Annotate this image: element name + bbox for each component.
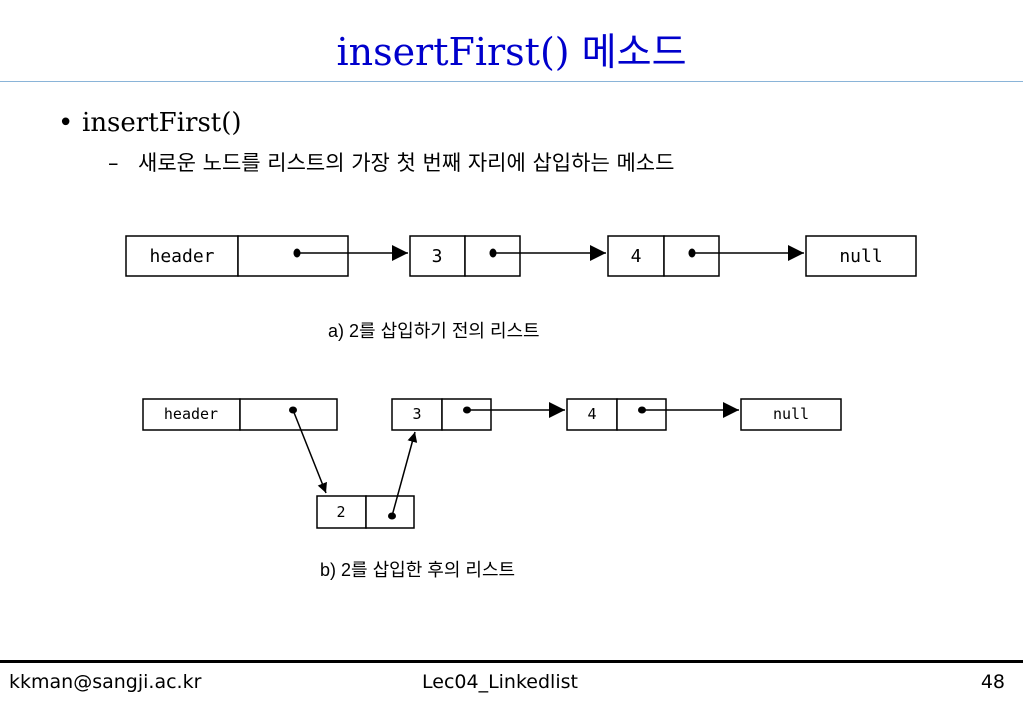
null-label: null [773, 405, 809, 423]
list-after-insert: header 2 3 4 null [142, 398, 842, 529]
node-4: 4 [607, 235, 720, 277]
new-node-2: 2 [316, 495, 415, 529]
header-label: header [164, 405, 218, 423]
header-pointer-cell [239, 398, 338, 431]
header-cell [125, 235, 239, 277]
data-cell [607, 235, 665, 277]
null-node: null [805, 235, 917, 277]
node-value: 3 [412, 405, 421, 423]
node-value: 4 [631, 246, 642, 267]
sub-bullet-dash: – [108, 151, 119, 175]
null-label: null [839, 246, 882, 267]
bullet-dot: • [58, 108, 74, 138]
slide-title: insertFirst() 메소드 [336, 30, 687, 74]
node-value: 2 [336, 503, 345, 521]
link-cell [365, 495, 415, 529]
caption-after-insert: b) 2를 삽입한 후의 리스트 [320, 560, 516, 580]
node-value: 4 [587, 405, 596, 423]
footer-lecture-name: Lec04_Linkedlist [422, 671, 578, 693]
caption-before-insert: a) 2를 삽입하기 전의 리스트 [328, 321, 540, 341]
data-cell [316, 495, 367, 529]
pointer-arrow-to-new-node [292, 409, 327, 494]
null-cell [740, 398, 842, 431]
node-4: 4 [566, 398, 667, 431]
null-cell [805, 235, 917, 277]
footer-email: kkman@sangji.ac.kr [9, 671, 202, 693]
footer-page-number: 48 [980, 671, 1005, 693]
bullet-item: • insertFirst() [58, 108, 242, 138]
null-node: null [740, 398, 842, 431]
sub-bullet-text: 새로운 노드를 리스트의 가장 첫 번째 자리에 삽입하는 메소드 [138, 151, 675, 175]
pointer-arrow-to-node-3 [391, 431, 418, 517]
node-value: 3 [432, 246, 443, 267]
list-before-insert: header 3 4 null [125, 235, 917, 277]
header-label: header [149, 246, 214, 267]
header-node: header [125, 235, 349, 277]
footer-divider [0, 660, 1023, 663]
header-pointer-cell [237, 235, 349, 277]
data-cell [391, 398, 443, 431]
sub-bullet-item: –새로운 노드를 리스트의 가장 첫 번째 자리에 삽입하는 메소드 [108, 147, 674, 177]
header-cell [142, 398, 241, 431]
link-cell [616, 398, 667, 431]
node-3: 3 [409, 235, 521, 277]
header-node: header [142, 398, 338, 431]
node-3: 3 [391, 398, 492, 431]
bullet-text: insertFirst() [82, 108, 242, 138]
title-divider [0, 81, 1023, 82]
data-cell [566, 398, 618, 431]
link-cell [441, 398, 492, 431]
